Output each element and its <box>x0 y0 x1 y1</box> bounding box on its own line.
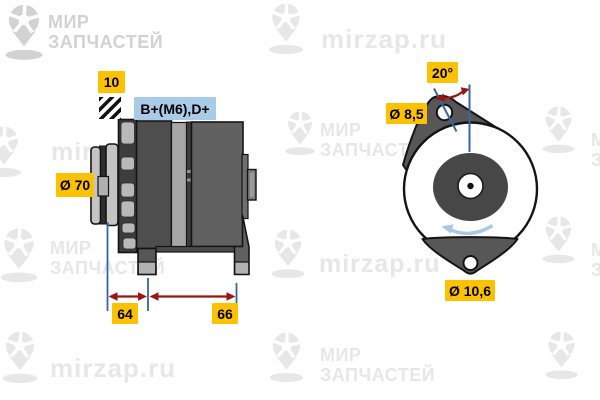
rotation-direction-arrow <box>441 224 494 236</box>
terminals-label: B+(M6),D+ <box>134 97 216 120</box>
dimension-arrow-66 <box>149 292 236 301</box>
shaft-center-dot <box>467 182 474 190</box>
top-hole-diameter-label: Ø 8,5 <box>386 103 427 124</box>
angle-reference-lines <box>433 84 471 152</box>
dim-64-label: 64 <box>112 303 138 324</box>
angle-arrow <box>435 87 470 102</box>
mounting-lugs <box>137 214 250 276</box>
housing <box>135 120 257 253</box>
mount-angle-label: 20° <box>427 62 458 83</box>
side-view-drawing <box>90 118 257 311</box>
watermark-domain-text: mirzap.ru <box>321 24 448 54</box>
bottom-ear-hole <box>462 255 479 271</box>
fan <box>117 118 138 254</box>
rear-view-drawing <box>402 84 539 275</box>
ground-hatch-icon <box>99 97 121 119</box>
dim-66-label: 66 <box>212 303 238 324</box>
watermark-domain-text: mirzap.ru <box>50 353 177 383</box>
pulley <box>90 143 119 227</box>
bottom-hole-diameter-label: Ø 10,6 <box>445 280 495 301</box>
dimension-arrow-64 <box>108 292 147 301</box>
nut-size-label: 10 <box>98 71 125 93</box>
watermark-domain-text: mirzap.ru <box>319 250 441 278</box>
pulley-diameter-label: Ø 70 <box>56 173 94 197</box>
